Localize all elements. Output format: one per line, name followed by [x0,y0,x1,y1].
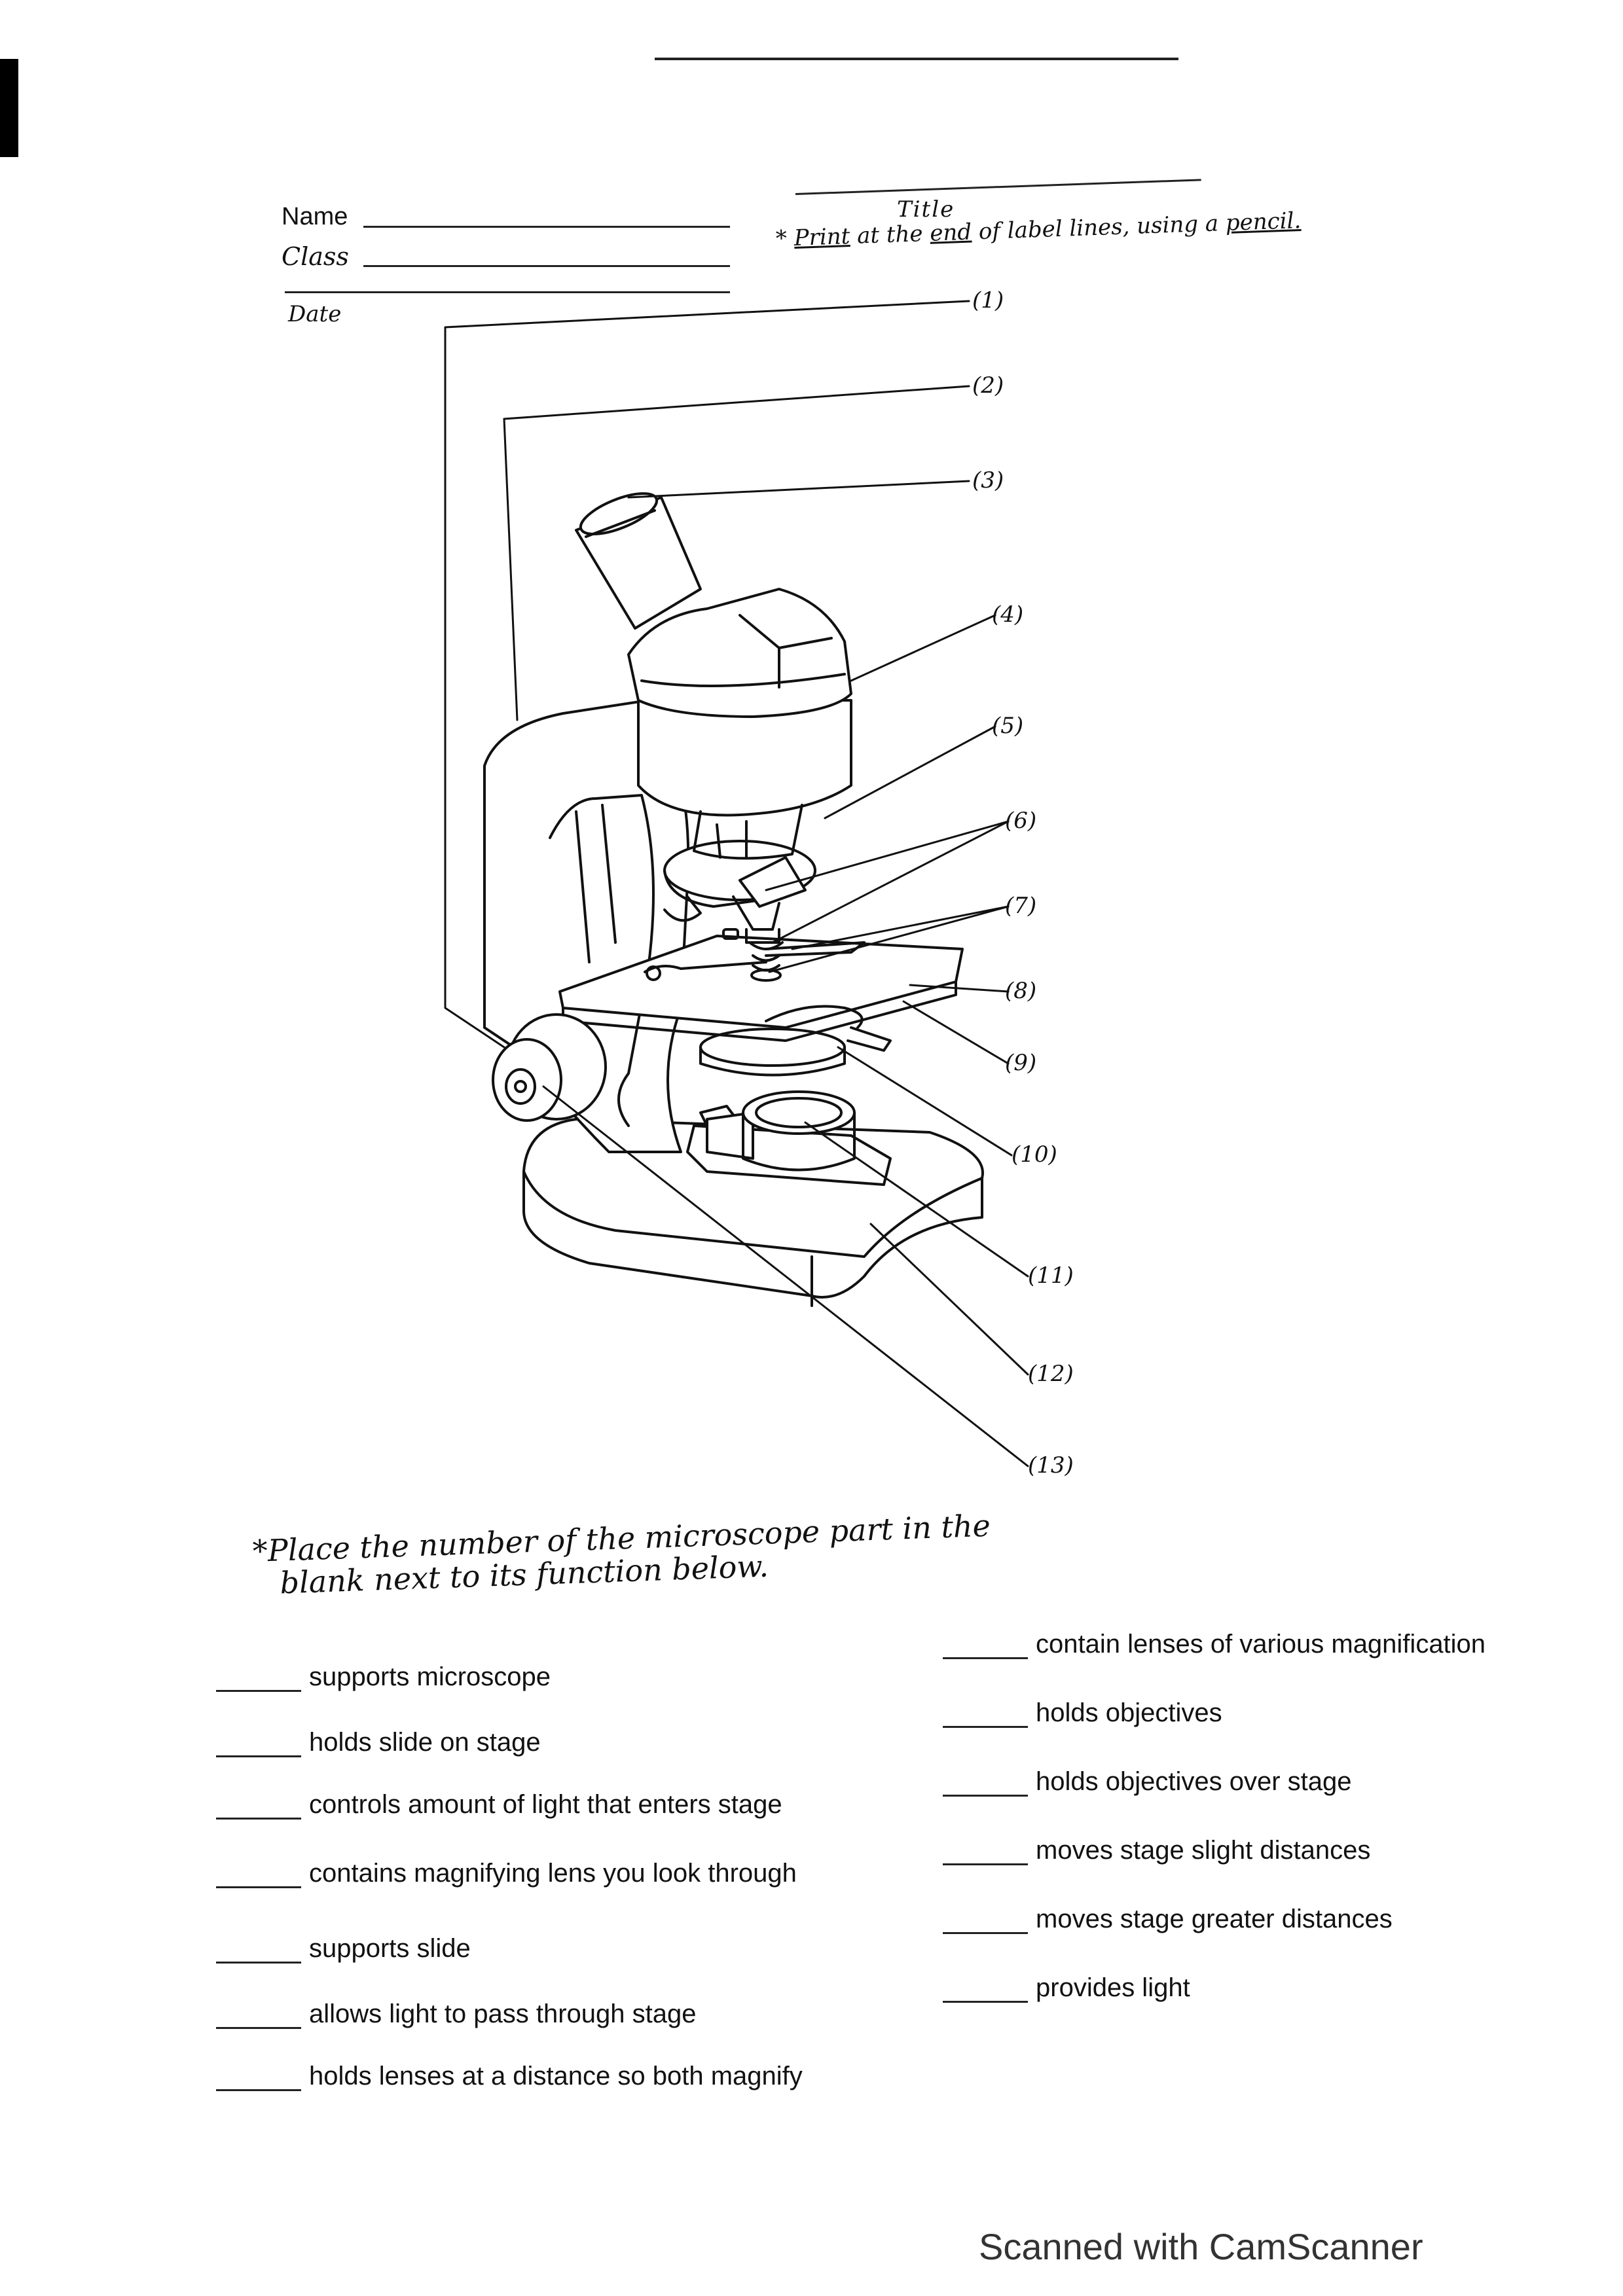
callout-9: (9) [1005,1050,1036,1076]
function-text: contains magnifying lens you look throug… [309,1859,797,1888]
function-text: holds lenses at a distance so both magni… [309,2062,803,2091]
function-text: moves stage greater distances [1036,1905,1393,1934]
function-text: supports slide [309,1934,471,1964]
answer-blank[interactable] [216,2089,301,2091]
answer-blank[interactable] [943,2001,1028,2003]
function-row: holds objectives over stage [943,1767,1352,1797]
callout-13: (13) [1028,1452,1074,1479]
function-text: controls amount of light that enters sta… [309,1790,782,1820]
answer-blank[interactable] [943,1726,1028,1728]
callout-2: (2) [972,372,1004,399]
function-text: holds objectives over stage [1036,1767,1352,1797]
answer-blank[interactable] [216,1690,301,1692]
callout-11: (11) [1028,1263,1074,1289]
function-row: contains magnifying lens you look throug… [216,1859,797,1888]
function-text: contain lenses of various magnification [1036,1630,1486,1659]
callout-6: (6) [1005,808,1036,834]
answer-blank[interactable] [216,1886,301,1888]
answer-blank[interactable] [216,1962,301,1964]
function-row: moves stage greater distances [943,1905,1393,1934]
function-row: contain lenses of various magnification [943,1630,1486,1659]
answer-blank[interactable] [216,1755,301,1757]
callout-4: (4) [992,601,1023,628]
function-row: provides light [943,1973,1190,2003]
function-row: holds lenses at a distance so both magni… [216,2062,803,2091]
function-row: holds objectives [943,1698,1222,1728]
answer-blank[interactable] [943,1657,1028,1659]
answer-blank[interactable] [943,1795,1028,1797]
function-row: allows light to pass through stage [216,2000,696,2029]
function-row: holds slide on stage [216,1728,541,1757]
callout-1: (1) [972,287,1004,314]
callout-7: (7) [1005,893,1036,919]
answer-blank[interactable] [943,1863,1028,1865]
function-row: supports slide [216,1934,471,1964]
function-row: moves stage slight distances [943,1836,1370,1865]
answer-blank[interactable] [216,1818,301,1820]
answer-blank[interactable] [943,1932,1028,1934]
callout-10: (10) [1012,1141,1057,1168]
function-row: controls amount of light that enters sta… [216,1790,782,1820]
function-text: supports microscope [309,1662,551,1692]
function-text: allows light to pass through stage [309,2000,696,2029]
eyepiece [575,485,701,628]
camscanner-watermark: Scanned with CamScanner [979,2225,1423,2268]
function-text: holds objectives [1036,1698,1222,1728]
callout-12: (12) [1028,1361,1074,1387]
callout-3: (3) [972,467,1004,493]
function-row: supports microscope [216,1662,551,1692]
function-text: provides light [1036,1973,1190,2003]
callout-5: (5) [992,713,1023,739]
answer-blank[interactable] [216,2027,301,2029]
callout-8: (8) [1005,978,1036,1004]
function-text: moves stage slight distances [1036,1836,1370,1865]
callout-labels: (1) (2) (3) (4) (5) (6) (7) (8) (9) (10)… [972,287,1074,1479]
function-text: holds slide on stage [309,1728,541,1757]
